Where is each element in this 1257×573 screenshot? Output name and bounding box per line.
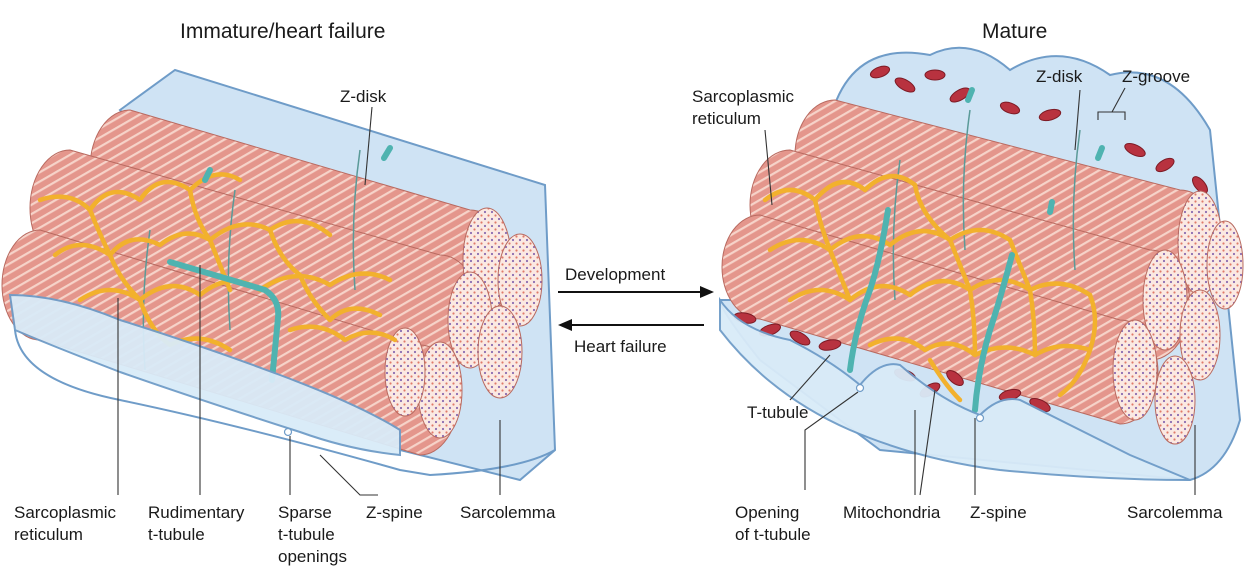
title-mature: Mature [982,20,1047,43]
label-development: Development [565,265,665,284]
label-left-sarcolemma: Sarcolemma [460,503,556,522]
label-sparse-1: Sparse [278,503,332,522]
label-left-z-disk: Z-disk [340,87,387,106]
label-sparse-2: t-tubule [278,525,335,544]
label-rudimentary-1: Rudimentary [148,503,245,522]
t-tubule-stub-1 [968,90,972,100]
title-immature: Immature/heart failure [180,20,385,43]
label-opening-2: of t-tubule [735,525,811,544]
t-tubule-stub-3 [1050,202,1052,212]
t-tubule-opening-1 [857,385,864,392]
label-left-sr-2: reticulum [14,525,83,544]
label-right-z-spine: Z-spine [970,503,1027,522]
label-right-sr-2: reticulum [692,109,761,128]
immature-cell [2,70,555,480]
t-tubule-opening [285,429,292,436]
label-right-sarcolemma: Sarcolemma [1127,503,1223,522]
t-tubule-opening-2 [977,415,984,422]
label-right-z-disk: Z-disk [1036,67,1083,86]
label-right-sr-1: Sarcoplasmic [692,87,795,106]
development-arrow [558,286,714,298]
label-opening-1: Opening [735,503,799,522]
label-mitochondria: Mitochondria [843,503,941,522]
label-t-tubule: T-tubule [747,403,808,422]
label-left-sr-1: Sarcoplasmic [14,503,117,522]
label-left-z-spine: Z-spine [366,503,423,522]
label-heart-failure: Heart failure [574,337,667,356]
label-z-groove: Z-groove [1122,67,1190,86]
label-sparse-3: openings [278,547,347,566]
t-tubule-stub-2 [1098,148,1102,158]
label-rudimentary-2: t-tubule [148,525,205,544]
heart-failure-arrow [558,319,704,331]
